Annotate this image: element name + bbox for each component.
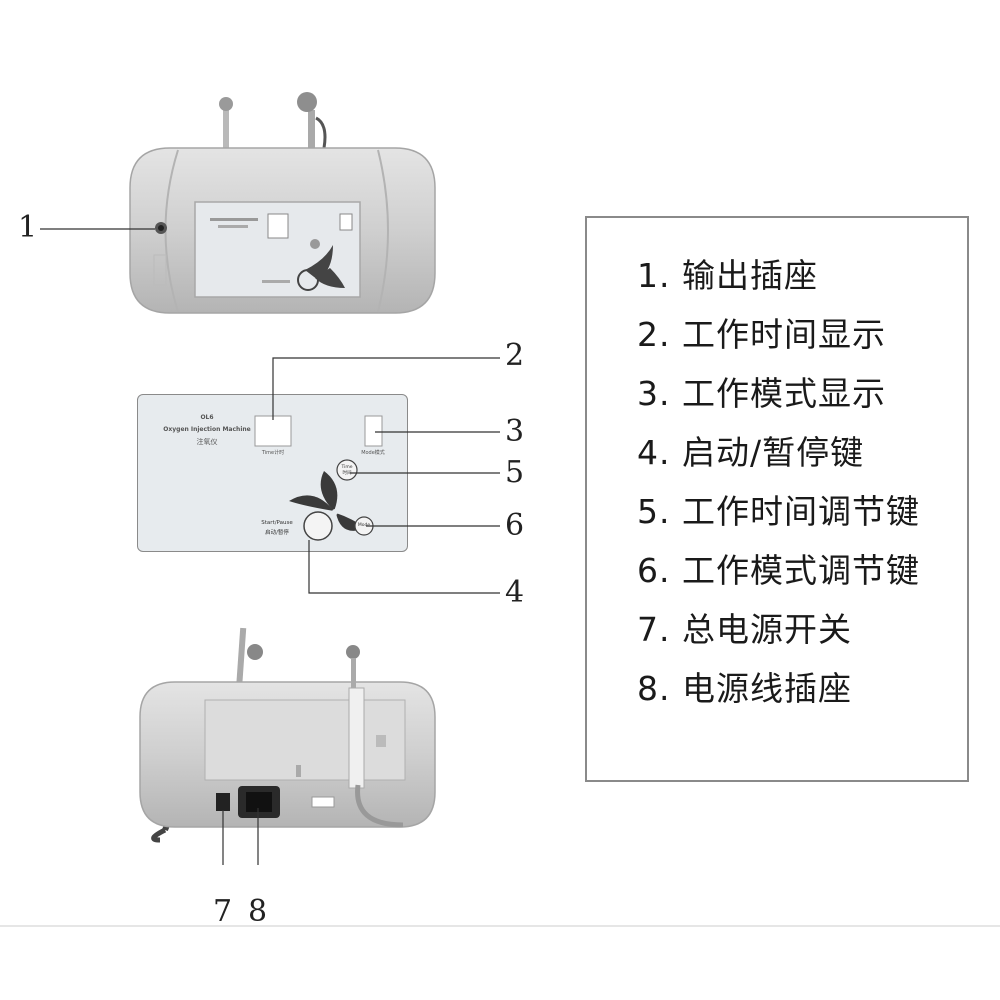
legend-item-3: 3. 工作模式显示 [637, 374, 886, 413]
callout-1: 1 [18, 210, 38, 245]
legend-item-6: 6. 工作模式调节键 [637, 551, 920, 590]
panel-name-cn: 注氧仪 [197, 437, 218, 446]
applicator-holder [346, 645, 404, 828]
legend-item-2: 2. 工作时间显示 [637, 315, 886, 354]
legend-item-7: 7. 总电源开关 [637, 610, 852, 649]
callout-4: 4 [505, 575, 525, 610]
callout-7: 7 [213, 894, 233, 929]
time-adjust-button[interactable] [336, 459, 358, 481]
time-display [254, 415, 292, 447]
applicator-left [219, 97, 233, 152]
leader-lines-bottom [222, 808, 259, 865]
legend-item-4: 4. 启动/暂停键 [637, 433, 865, 472]
start-pause-button[interactable] [303, 511, 333, 541]
power-cord-socket [238, 786, 280, 818]
callout-8: 8 [248, 894, 268, 929]
leader-line-1 [40, 228, 155, 230]
legend-item-1: 1. 输出插座 [637, 256, 818, 295]
callout-6: 6 [505, 508, 525, 543]
leader-lines-middle [272, 357, 500, 594]
legend-item-8: 8. 电源线插座 [637, 669, 852, 708]
legend-box: 1. 输出插座 2. 工作时间显示 3. 工作模式显示 4. 启动/暂停键 5.… [585, 216, 969, 782]
machine-rear-view [139, 627, 436, 843]
propeller-graphic [320, 471, 338, 511]
time-button-label: Time [340, 464, 352, 470]
control-panel-details: OL6 Oxygen Injection Machine 注氧仪 Time计时 … [163, 414, 385, 541]
panel-name-en: Oxygen Injection Machine [163, 426, 250, 433]
callout-3: 3 [505, 414, 525, 449]
mode-display [364, 415, 383, 447]
bottom-divider [0, 925, 1000, 927]
legend-list: 1. 输出插座 2. 工作时间显示 3. 工作模式显示 4. 启动/暂停键 5.… [637, 256, 920, 728]
panel-model: OL6 [200, 414, 213, 421]
machine-front-view [129, 92, 436, 314]
time-button-label-cn: 时间 [343, 469, 352, 476]
mode-button-label: Mode [358, 522, 370, 528]
start-pause-label-cn: 启动/暂停 [265, 528, 289, 536]
legend-item-5: 5. 工作时间调节键 [637, 492, 920, 531]
applicator-right [297, 92, 327, 156]
callout-5: 5 [505, 455, 525, 490]
power-switch[interactable] [216, 793, 230, 811]
mode-display-label: Mode模式 [361, 449, 385, 456]
time-display-label: Time计时 [261, 449, 284, 456]
callout-2: 2 [505, 338, 525, 373]
start-pause-label: Start/Pause [261, 520, 293, 526]
